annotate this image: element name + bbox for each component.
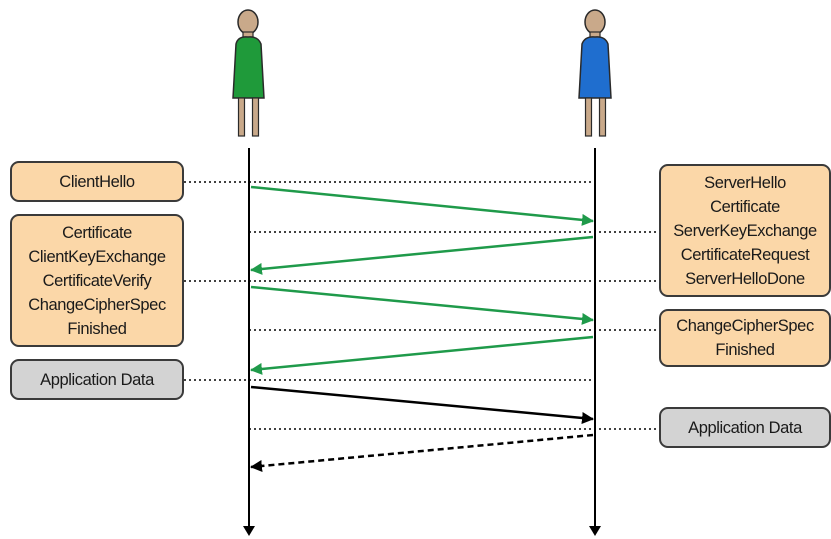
message-line: CertificateRequest [680, 245, 810, 264]
message-line: Certificate [710, 197, 780, 216]
server-change-cipher-spec-box: ChangeCipherSpec Finished [659, 309, 831, 367]
server-hello-box: ServerHello Certificate ServerKeyExchang… [659, 164, 831, 297]
server-person-icon [578, 9, 612, 137]
message-line: ClientKeyExchange [28, 247, 166, 266]
arrow-client-to-server [250, 285, 594, 325]
client-hello-box: ClientHello [10, 161, 184, 202]
arrow-client-to-server [250, 185, 594, 226]
arrow-server-to-client [250, 433, 594, 472]
arrow-server-to-client [250, 235, 594, 275]
server-application-data-box: Application Data [659, 407, 831, 448]
message-line: Finished [715, 341, 775, 359]
message-line: Application Data [688, 418, 802, 437]
message-line: ServerKeyExchange [673, 221, 817, 240]
client-person-icon [232, 9, 265, 137]
client-key-exchange-box: Certificate ClientKeyExchange Certificat… [10, 214, 184, 347]
message-line: ServerHelloDone [685, 269, 805, 288]
message-line: CertificateVerify [42, 271, 152, 290]
server-lifeline-arrowhead [589, 526, 601, 536]
arrow-server-to-client [250, 335, 594, 375]
message-line: Certificate [62, 223, 132, 242]
message-line: Finished [67, 319, 127, 338]
message-arrows [250, 185, 594, 472]
message-line: ChangeCipherSpec [676, 317, 814, 335]
message-line: ChangeCipherSpec [28, 295, 166, 314]
message-line: Application Data [40, 370, 154, 389]
arrow-client-to-server [250, 385, 594, 424]
message-line: ClientHello [59, 172, 135, 191]
client-application-data-box: Application Data [10, 359, 184, 400]
message-line: ServerHello [704, 173, 786, 192]
connector-lines [184, 181, 659, 430]
client-lifeline-arrowhead [243, 526, 255, 536]
